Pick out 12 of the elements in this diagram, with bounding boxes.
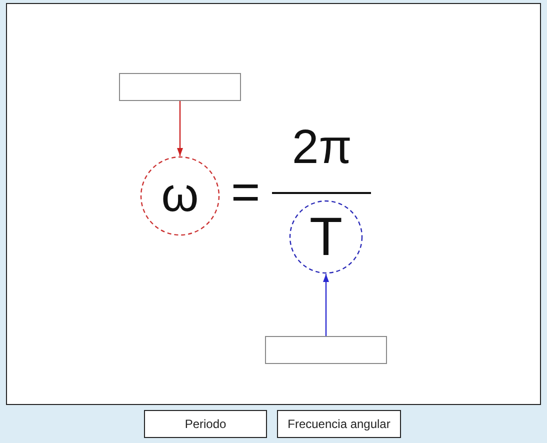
answer-box — [119, 73, 241, 101]
dashed-circle — [289, 200, 363, 274]
draggable-label: Periodo — [144, 410, 267, 438]
draggable-label: Frecuencia angular — [277, 410, 401, 438]
equals-sign: = — [231, 167, 260, 217]
numerator-text: 2π — [292, 124, 352, 172]
formula-symbol: ω — [161, 172, 199, 220]
leader-arrow — [323, 274, 329, 336]
dashed-circle — [140, 156, 220, 236]
leader-arrow — [177, 101, 183, 156]
answer-box — [265, 336, 387, 364]
formula-symbol: T — [310, 210, 342, 264]
